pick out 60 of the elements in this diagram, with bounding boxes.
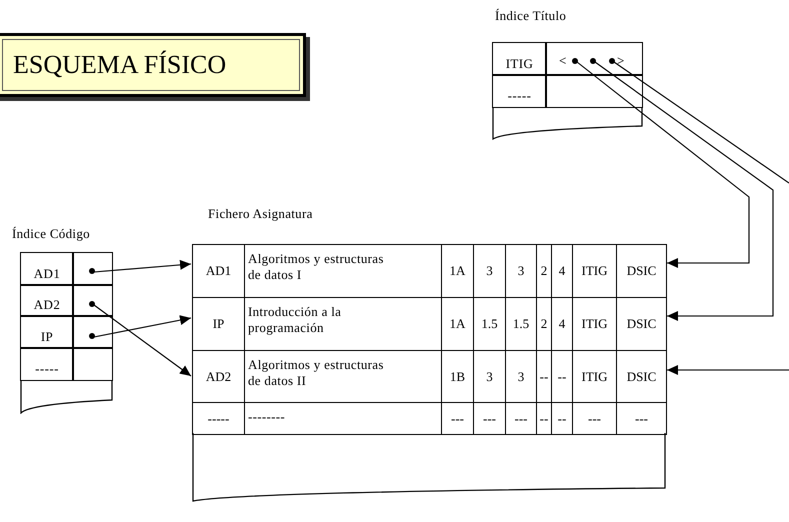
cell-text: 1A <box>450 263 466 279</box>
cell-text: --- <box>451 410 464 426</box>
cell-text: --- <box>483 410 496 426</box>
title-text: ESQUEMA FÍSICO <box>13 52 226 78</box>
cell-text: DSIC <box>626 368 656 384</box>
record-row <box>192 297 666 350</box>
cell-text: -- <box>540 410 548 426</box>
pointer-arrow <box>94 315 192 338</box>
cell-text: 2 <box>540 316 548 332</box>
pointer-arrow <box>576 62 750 268</box>
cell-text: DSIC <box>626 316 656 332</box>
title-index-table <box>492 6 643 140</box>
cell-text: IP <box>212 316 224 332</box>
cell-text: 1.5 <box>481 316 498 332</box>
cell-text: -- <box>558 410 566 426</box>
cell-text: 3 <box>518 263 524 279</box>
record-row <box>192 350 666 402</box>
pointer-arrow <box>594 62 774 321</box>
cell-text: ITIG <box>582 368 608 384</box>
cell-text: -- <box>558 368 566 384</box>
cell-text: 4 <box>558 263 566 279</box>
cell-text: 3 <box>486 263 493 279</box>
cell-text: Algoritmos y estructuras de datos II <box>248 357 385 389</box>
placeholder-text: ----- <box>35 361 59 376</box>
key-text: AD2 <box>34 297 60 312</box>
key-text: AD1 <box>34 266 60 281</box>
cell-text: 1.5 <box>512 316 530 332</box>
cell-text: 1B <box>450 368 466 384</box>
cell-text: ITIG <box>582 316 608 332</box>
placeholder-text: ----- <box>508 88 532 103</box>
cell-text: Introducción a la programación <box>248 304 342 336</box>
table-heading: Índice Título <box>495 7 566 25</box>
cell-text: 4 <box>558 316 566 332</box>
cell-text: DSIC <box>626 263 656 279</box>
cell-text: --- <box>635 410 648 426</box>
cell-text: 3 <box>486 368 493 384</box>
cell-text: AD2 <box>206 368 232 384</box>
cell-text: -------- <box>248 409 286 425</box>
cell-text: --- <box>588 410 601 426</box>
cell-text: ITIG <box>582 263 608 279</box>
record-row <box>192 402 666 434</box>
key-text: ITIG <box>506 56 534 71</box>
table-heading: Fichero Asignatura <box>208 205 313 223</box>
cell-text: AD1 <box>206 263 232 279</box>
cell-text: ----- <box>208 410 230 426</box>
bracket-text: > <box>617 53 624 68</box>
key-text: IP <box>40 329 54 344</box>
cell-text: 3 <box>518 368 524 384</box>
code-index-table <box>12 224 113 414</box>
cell-text: 1A <box>450 316 466 332</box>
cell-text: 2 <box>540 263 548 279</box>
cell-text: -- <box>540 368 548 384</box>
cell-text: --- <box>514 410 528 426</box>
record-row <box>192 244 666 297</box>
pointer-arrow <box>94 304 192 376</box>
pointer-arrow <box>667 365 789 375</box>
pointer-arrow <box>94 260 192 273</box>
table-heading: Índice Código <box>12 225 90 243</box>
bracket-text: < <box>559 53 566 68</box>
cell-text: Algoritmos y estructuras de datos I <box>248 251 385 283</box>
